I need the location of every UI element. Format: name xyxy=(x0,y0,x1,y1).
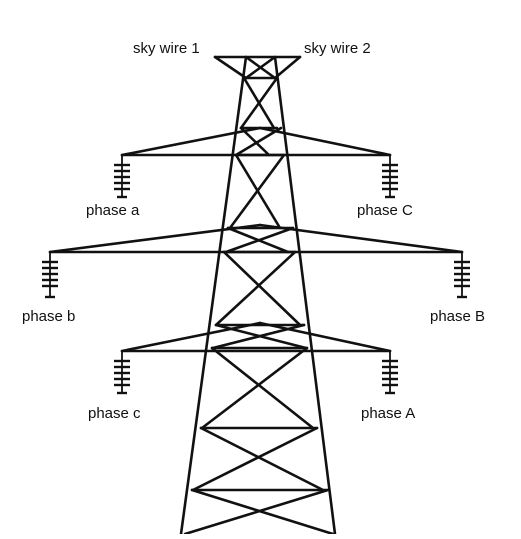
lower-arm-left-top xyxy=(120,321,262,353)
phase-c-label: phase c xyxy=(88,405,141,422)
phase-a-label: phase a xyxy=(86,202,140,219)
peak-right-brace xyxy=(273,55,302,80)
peak-cross-2 xyxy=(244,55,277,80)
sky-wire-1-label: sky wire 1 xyxy=(133,40,200,57)
peak-left-brace xyxy=(213,55,248,80)
cross-arms xyxy=(48,126,464,353)
insulator-lower-left xyxy=(114,350,130,395)
phase-B-label: phase B xyxy=(430,308,485,325)
phase-A-label: phase A xyxy=(361,405,415,422)
upper-arm-left-top xyxy=(120,126,262,157)
middle-arm-left-top xyxy=(48,223,262,254)
tower-left-leg xyxy=(179,55,248,536)
tower-right-leg xyxy=(273,55,337,536)
upper-arm-right-top xyxy=(258,126,392,157)
tower-bracing xyxy=(183,76,335,536)
lower-arm-right-top xyxy=(258,321,392,353)
middle-arm-right-top xyxy=(258,223,464,254)
insulator-middle-left xyxy=(42,251,58,299)
phase-C-label: phase C xyxy=(357,202,413,219)
tower-peak xyxy=(213,55,302,80)
insulator-upper-right xyxy=(382,154,398,199)
insulator-upper-left xyxy=(114,154,130,199)
insulator-lower-right xyxy=(382,350,398,395)
phase-b-label: phase b xyxy=(22,308,75,325)
sky-wire-2-label: sky wire 2 xyxy=(304,40,371,57)
tower-legs xyxy=(179,55,337,536)
insulator-middle-right xyxy=(454,251,470,299)
